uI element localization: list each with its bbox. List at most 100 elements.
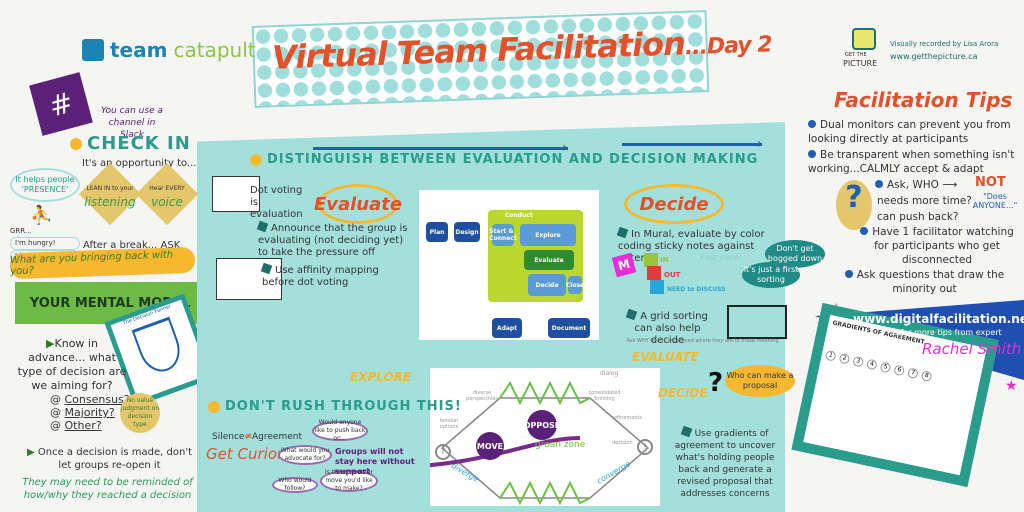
bullet-square-icon bbox=[616, 226, 629, 239]
get-curious-script: Get Curious! bbox=[206, 445, 301, 463]
voice-diamond bbox=[135, 162, 199, 226]
question-circle-icon: ? bbox=[435, 444, 451, 460]
who-item: can push back? bbox=[877, 211, 959, 223]
arrow-head-icon: › bbox=[562, 140, 568, 156]
bullet-dot-icon bbox=[250, 153, 262, 166]
slack-icon: # bbox=[29, 72, 93, 136]
decision-options: @ Consensus? @ Majority? @ Other? bbox=[50, 393, 130, 432]
oppose-circle: OPPOSE bbox=[524, 410, 560, 440]
sticky-in-label: IN bbox=[660, 256, 669, 264]
ask-who: Ask, WHO ⟶ bbox=[875, 178, 957, 192]
diverse-label: diverse perspectives bbox=[466, 390, 498, 402]
no-value-badge: No value judgment on decision type bbox=[120, 393, 160, 433]
dot-voting-thumbnail bbox=[212, 176, 260, 212]
proposal-bubble: Who can make a proposal bbox=[725, 365, 795, 397]
title-day: ...Day 2 bbox=[684, 32, 773, 61]
grid-sorting-icon bbox=[727, 305, 787, 339]
getthepicture-url[interactable]: www.getthepicture.ca bbox=[890, 52, 978, 61]
know-in-advance: ▶Know in advance... what type of decisio… bbox=[17, 337, 127, 392]
question-mark-icon: ? bbox=[708, 368, 724, 398]
tip-item: Dual monitors can prevent you from looki… bbox=[808, 119, 1011, 145]
advocate-bubble: What would you advocate for? bbox=[278, 445, 332, 465]
slack-note: You can use a channel in Slack bbox=[101, 106, 163, 140]
tip-item: Ask questions that draw the minority out bbox=[842, 268, 1007, 296]
evaluate-label: EVALUATE bbox=[632, 350, 699, 364]
evaluate-oval: Evaluate bbox=[314, 184, 402, 224]
arrow-right-icon bbox=[622, 143, 762, 146]
triangle-bullet-icon: ▶ bbox=[46, 337, 55, 350]
explore-block: Explore bbox=[520, 224, 576, 246]
conduct-label: Conduct bbox=[505, 212, 533, 219]
document-block: Document bbox=[548, 318, 590, 338]
bullet-square-icon bbox=[625, 308, 638, 321]
bullet-dot-icon bbox=[70, 138, 82, 150]
decide-oval: Decide bbox=[624, 184, 724, 224]
triangle-bullet-icon: ▶ bbox=[27, 447, 38, 458]
follow-bubble: Who would follow? bbox=[272, 477, 318, 493]
announce-text: Announce that the group is evaluating (n… bbox=[256, 220, 408, 259]
decision-made-text: ▶ Once a decision is made, don't let gro… bbox=[27, 447, 192, 471]
voice-script: voice bbox=[151, 195, 183, 209]
support-text: Groups will not stay here without suppor… bbox=[335, 447, 415, 476]
refinements-label: refinements bbox=[612, 415, 643, 421]
sticky-out-label: OUT bbox=[664, 271, 681, 279]
affinity-text: Use affinity mapping before dot voting bbox=[260, 262, 402, 289]
bringing-back-question: What are you bringing back with you? bbox=[9, 246, 196, 280]
arrow-right-icon bbox=[313, 147, 568, 150]
hear-every-label: Hear EVERY bbox=[149, 185, 185, 192]
not-label: NOT bbox=[975, 175, 1006, 190]
funnel-icon bbox=[131, 316, 186, 378]
explore-label: EXPLORE bbox=[350, 370, 412, 384]
close-block: Close bbox=[566, 276, 584, 294]
logo-catapult: catapult bbox=[173, 38, 256, 62]
plan-block: Plan bbox=[426, 222, 448, 242]
dot-voting-text: Dot voting is evaluation bbox=[250, 185, 303, 220]
bullet-square-icon bbox=[256, 220, 269, 233]
bullet-dot-icon bbox=[208, 400, 220, 413]
another-move-bubble: Is there another move you'd like to make… bbox=[320, 469, 378, 492]
distinguish-heading: DISTINGUISH BETWEEN EVALUATION AND DECIS… bbox=[250, 152, 758, 167]
sticky-discuss-label: NEED to DISCUSS bbox=[667, 286, 726, 293]
tips-heading: Facilitation Tips bbox=[834, 88, 1013, 112]
grid-sorting-text: A grid sorting can also help decide bbox=[620, 308, 715, 347]
chat-bubble: I'm hungry! bbox=[10, 237, 81, 250]
catapult-icon bbox=[82, 39, 104, 61]
decide-label: DECIDE bbox=[658, 386, 708, 400]
after-break-text: After a break... ASK bbox=[83, 240, 181, 251]
mural-text: In Mural, evaluate by color coding stick… bbox=[616, 226, 778, 265]
bullet-square-icon bbox=[260, 262, 273, 275]
bullet-dot-icon bbox=[808, 150, 816, 158]
design-block: Design bbox=[454, 222, 480, 242]
option-consensus: Consensus? bbox=[64, 393, 130, 406]
fast-pace-text: Fast pace! bbox=[700, 253, 742, 262]
exclamation-circle-icon: ! bbox=[637, 439, 653, 455]
option-other: Other? bbox=[64, 419, 102, 432]
evaluate-block: Evaluate bbox=[524, 250, 574, 270]
question-mark-icon: ? bbox=[836, 180, 872, 230]
decision-label: decision bbox=[612, 440, 633, 446]
ask-why-text: Ask WHY things are placed where they are… bbox=[626, 338, 779, 344]
groan-zone-label: groan zone bbox=[535, 440, 586, 450]
bullet-dot-icon bbox=[808, 120, 816, 128]
familiar-label: familiar options bbox=[439, 418, 459, 430]
logo-picture: PICTURE bbox=[843, 59, 878, 68]
digital-facilitation-url[interactable]: www.digitalfacilitation.net bbox=[853, 312, 1024, 326]
get-the-picture-logo-icon bbox=[852, 28, 876, 50]
presence-bubble: It helps people 'PRESENCE' bbox=[10, 168, 80, 202]
dialog-label: dialog bbox=[600, 370, 619, 377]
silence-agreement: Silence≠Agreement bbox=[212, 432, 302, 442]
logo-team: team bbox=[110, 38, 168, 62]
consolidated-label: consolidated thinking bbox=[588, 390, 621, 402]
logo-get-the: GET THE bbox=[845, 52, 867, 58]
who-item: needs more time? bbox=[877, 195, 972, 207]
sticky-discuss-icon bbox=[650, 280, 664, 294]
decide-block: Decide bbox=[528, 274, 566, 296]
recorded-by: Visually recorded by Lisa Arora bbox=[890, 40, 999, 48]
push-back-bubble: Would anyone like to push back on... bbox=[312, 419, 368, 442]
dont-rush-heading: DON'T RUSH THROUGH THIS! bbox=[208, 399, 462, 414]
move-circle: MOVE bbox=[476, 432, 504, 460]
lean-in-label: LEAN IN to your bbox=[86, 185, 134, 192]
start-connect-block: Start & Connect bbox=[489, 224, 517, 246]
check-in-heading: CHECK IN bbox=[70, 133, 191, 154]
